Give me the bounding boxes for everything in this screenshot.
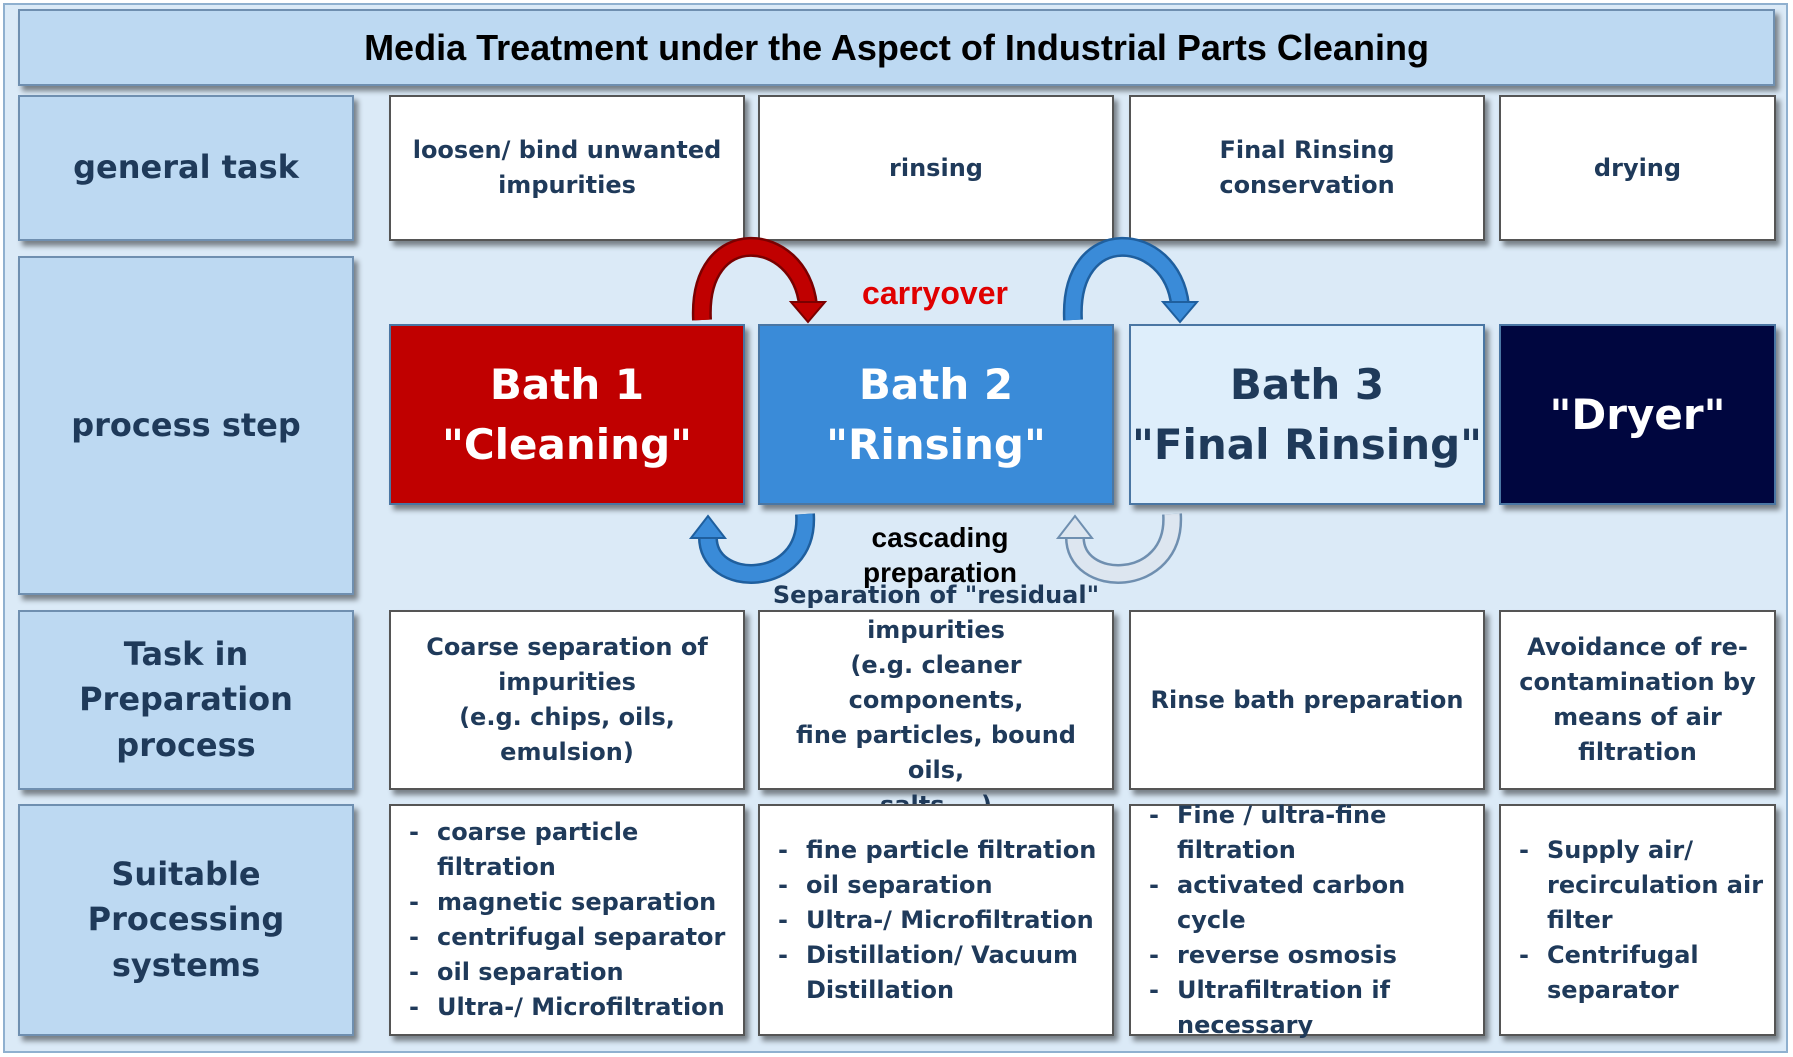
list-item: fine particle filtration bbox=[766, 833, 1108, 868]
bath-1-cleaning: Bath 1 "Cleaning" bbox=[389, 324, 745, 505]
preparation-task-cell: Rinse bath preparation bbox=[1129, 610, 1485, 790]
row-label-suitable-systems: Suitable Processing systems bbox=[18, 804, 354, 1036]
bath-3-final-rinsing: Bath 3 "Final Rinsing" bbox=[1129, 324, 1485, 505]
systems-cell: Fine / ultra-fine filtration activated c… bbox=[1129, 798, 1485, 1039]
list-item: Fine / ultra-fine filtration bbox=[1137, 798, 1479, 868]
systems-list: coarse particle filtration magnetic sepa… bbox=[397, 815, 739, 1025]
general-task-cell: Final Rinsing conservation bbox=[1129, 95, 1485, 241]
list-item: centrifugal separator bbox=[397, 920, 739, 955]
list-item: oil separation bbox=[766, 868, 1108, 903]
diagram-title: Media Treatment under the Aspect of Indu… bbox=[18, 9, 1775, 86]
list-item: Distillation/ Vacuum Distillation bbox=[766, 938, 1108, 1008]
preparation-task-cell: Coarse separation of impurities (e.g. ch… bbox=[389, 610, 745, 790]
row-label-task-in-preparation: Task in Preparation process bbox=[18, 610, 354, 790]
list-item: Supply air/ recirculation air filter bbox=[1507, 833, 1770, 938]
dryer: "Dryer" bbox=[1499, 324, 1776, 505]
systems-list: fine particle filtration oil separation … bbox=[766, 833, 1108, 1008]
preparation-task-cell: Avoidance of re- contamination by means … bbox=[1499, 610, 1776, 790]
list-item: activated carbon cycle bbox=[1137, 868, 1479, 938]
row-label-process-step: process step bbox=[18, 256, 354, 595]
general-task-cell: loosen/ bind unwanted impurities bbox=[389, 95, 745, 241]
row-label-general-task: general task bbox=[18, 95, 354, 241]
carryover-label: carryover bbox=[862, 275, 1008, 311]
list-item: magnetic separation bbox=[397, 885, 739, 920]
systems-cell: Supply air/ recirculation air filter Cen… bbox=[1499, 804, 1776, 1036]
systems-list: Fine / ultra-fine filtration activated c… bbox=[1137, 798, 1479, 1043]
list-item: Ultrafiltration if necessary bbox=[1137, 973, 1479, 1043]
list-item: oil separation bbox=[397, 955, 739, 990]
systems-cell: coarse particle filtration magnetic sepa… bbox=[389, 804, 745, 1036]
cascading-preparation-label: cascading preparation bbox=[862, 522, 1018, 588]
list-item: Centrifugal separator bbox=[1507, 938, 1770, 1008]
general-task-cell: rinsing bbox=[758, 95, 1114, 241]
list-item: Ultra-/ Microfiltration bbox=[766, 903, 1108, 938]
preparation-task-cell: Separation of "residual" impurities (e.g… bbox=[758, 581, 1114, 819]
list-item: coarse particle filtration bbox=[397, 815, 739, 885]
general-task-cell: drying bbox=[1499, 95, 1776, 241]
systems-cell: fine particle filtration oil separation … bbox=[758, 804, 1114, 1036]
bath-2-rinsing: Bath 2 "Rinsing" bbox=[758, 324, 1114, 505]
list-item: reverse osmosis bbox=[1137, 938, 1479, 973]
list-item: Ultra-/ Microfiltration bbox=[397, 990, 739, 1025]
systems-list: Supply air/ recirculation air filter Cen… bbox=[1507, 833, 1770, 1008]
